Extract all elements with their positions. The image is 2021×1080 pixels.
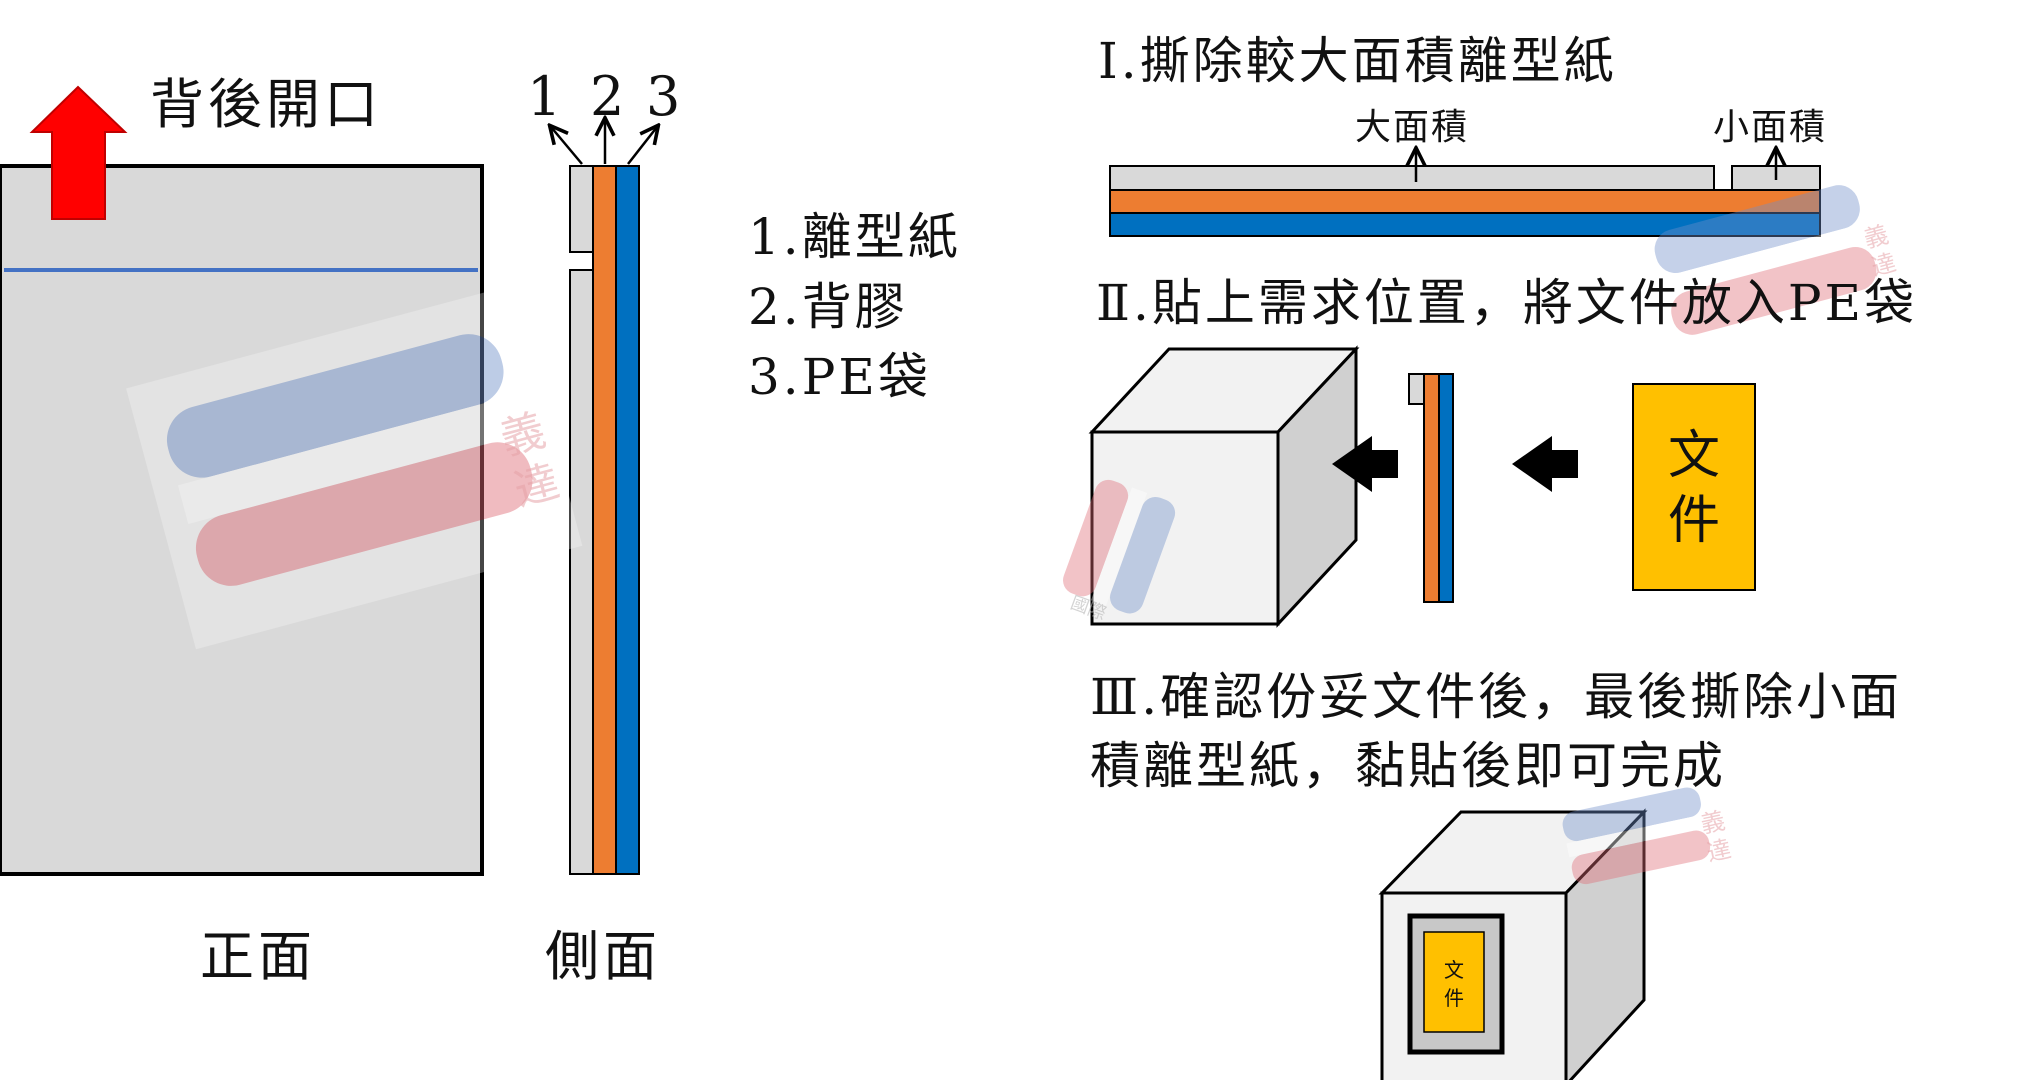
step3-scene: [1378, 808, 1648, 1080]
layer-number-2: 2: [590, 65, 625, 128]
release-paper-large: [1109, 165, 1715, 191]
pe-bag-layer: [615, 165, 640, 875]
pe-bag-front: [0, 164, 484, 876]
opening-arrow-icon: [29, 85, 128, 220]
adhesive-strip: [1109, 189, 1821, 214]
attach-arrow-icon: [1332, 436, 1398, 492]
watermark-small-2: [1654, 185, 1877, 335]
opening-label: 背後開口: [150, 73, 382, 136]
adhesive-layer: [592, 165, 617, 875]
step3-title-line1: Ⅲ.確認份妥文件後，最後撕除小面: [1090, 668, 1903, 726]
watermark-small-1: [1063, 479, 1176, 614]
step2-title: Ⅱ.貼上需求位置，將文件放入PE袋: [1096, 274, 1918, 332]
insert-arrow-icon: [1512, 436, 1578, 492]
step2-scene: [1088, 345, 1756, 628]
front-view: [0, 85, 484, 876]
release-paper-lower: [569, 269, 594, 875]
legend-item-pe-bag: 3.PE袋: [748, 348, 931, 406]
box-front: [1090, 430, 1280, 626]
legend-item-adhesive: 2.背膠: [748, 278, 908, 336]
small-area-label: 小面積: [1713, 107, 1828, 148]
step3-title-line2: 積離型紙，黏貼後即可完成: [1090, 737, 1726, 795]
watermark-small-3: [1562, 787, 1711, 885]
document-label: 文件: [1667, 426, 1720, 551]
pe-bag-profile: [1438, 373, 1454, 603]
legend-item-release-paper: 1.離型紙: [748, 208, 961, 266]
document-card: [1632, 383, 1756, 591]
layer-number-3: 3: [646, 65, 681, 128]
release-paper-small-profile: [1408, 373, 1425, 405]
pe-bag-strip: [1109, 212, 1821, 237]
pointer-3-icon: [627, 127, 657, 165]
layer-number-1: 1: [527, 65, 562, 128]
front-view-caption: 正面: [200, 925, 316, 988]
side-view: [551, 120, 657, 875]
release-paper-upper: [569, 165, 594, 253]
adhesive-profile: [1423, 373, 1440, 603]
step1-strip: [1109, 150, 1821, 237]
step1-title: Ⅰ.撕除較大面積離型紙: [1098, 32, 1617, 90]
attached-document: [1423, 931, 1485, 1033]
attached-document-label: 文件: [1444, 958, 1464, 1010]
watermark-large: [126, 284, 583, 650]
large-area-label: 大面積: [1355, 107, 1470, 148]
side-view-caption: 側面: [545, 925, 661, 988]
pointer-1-icon: [551, 127, 583, 165]
